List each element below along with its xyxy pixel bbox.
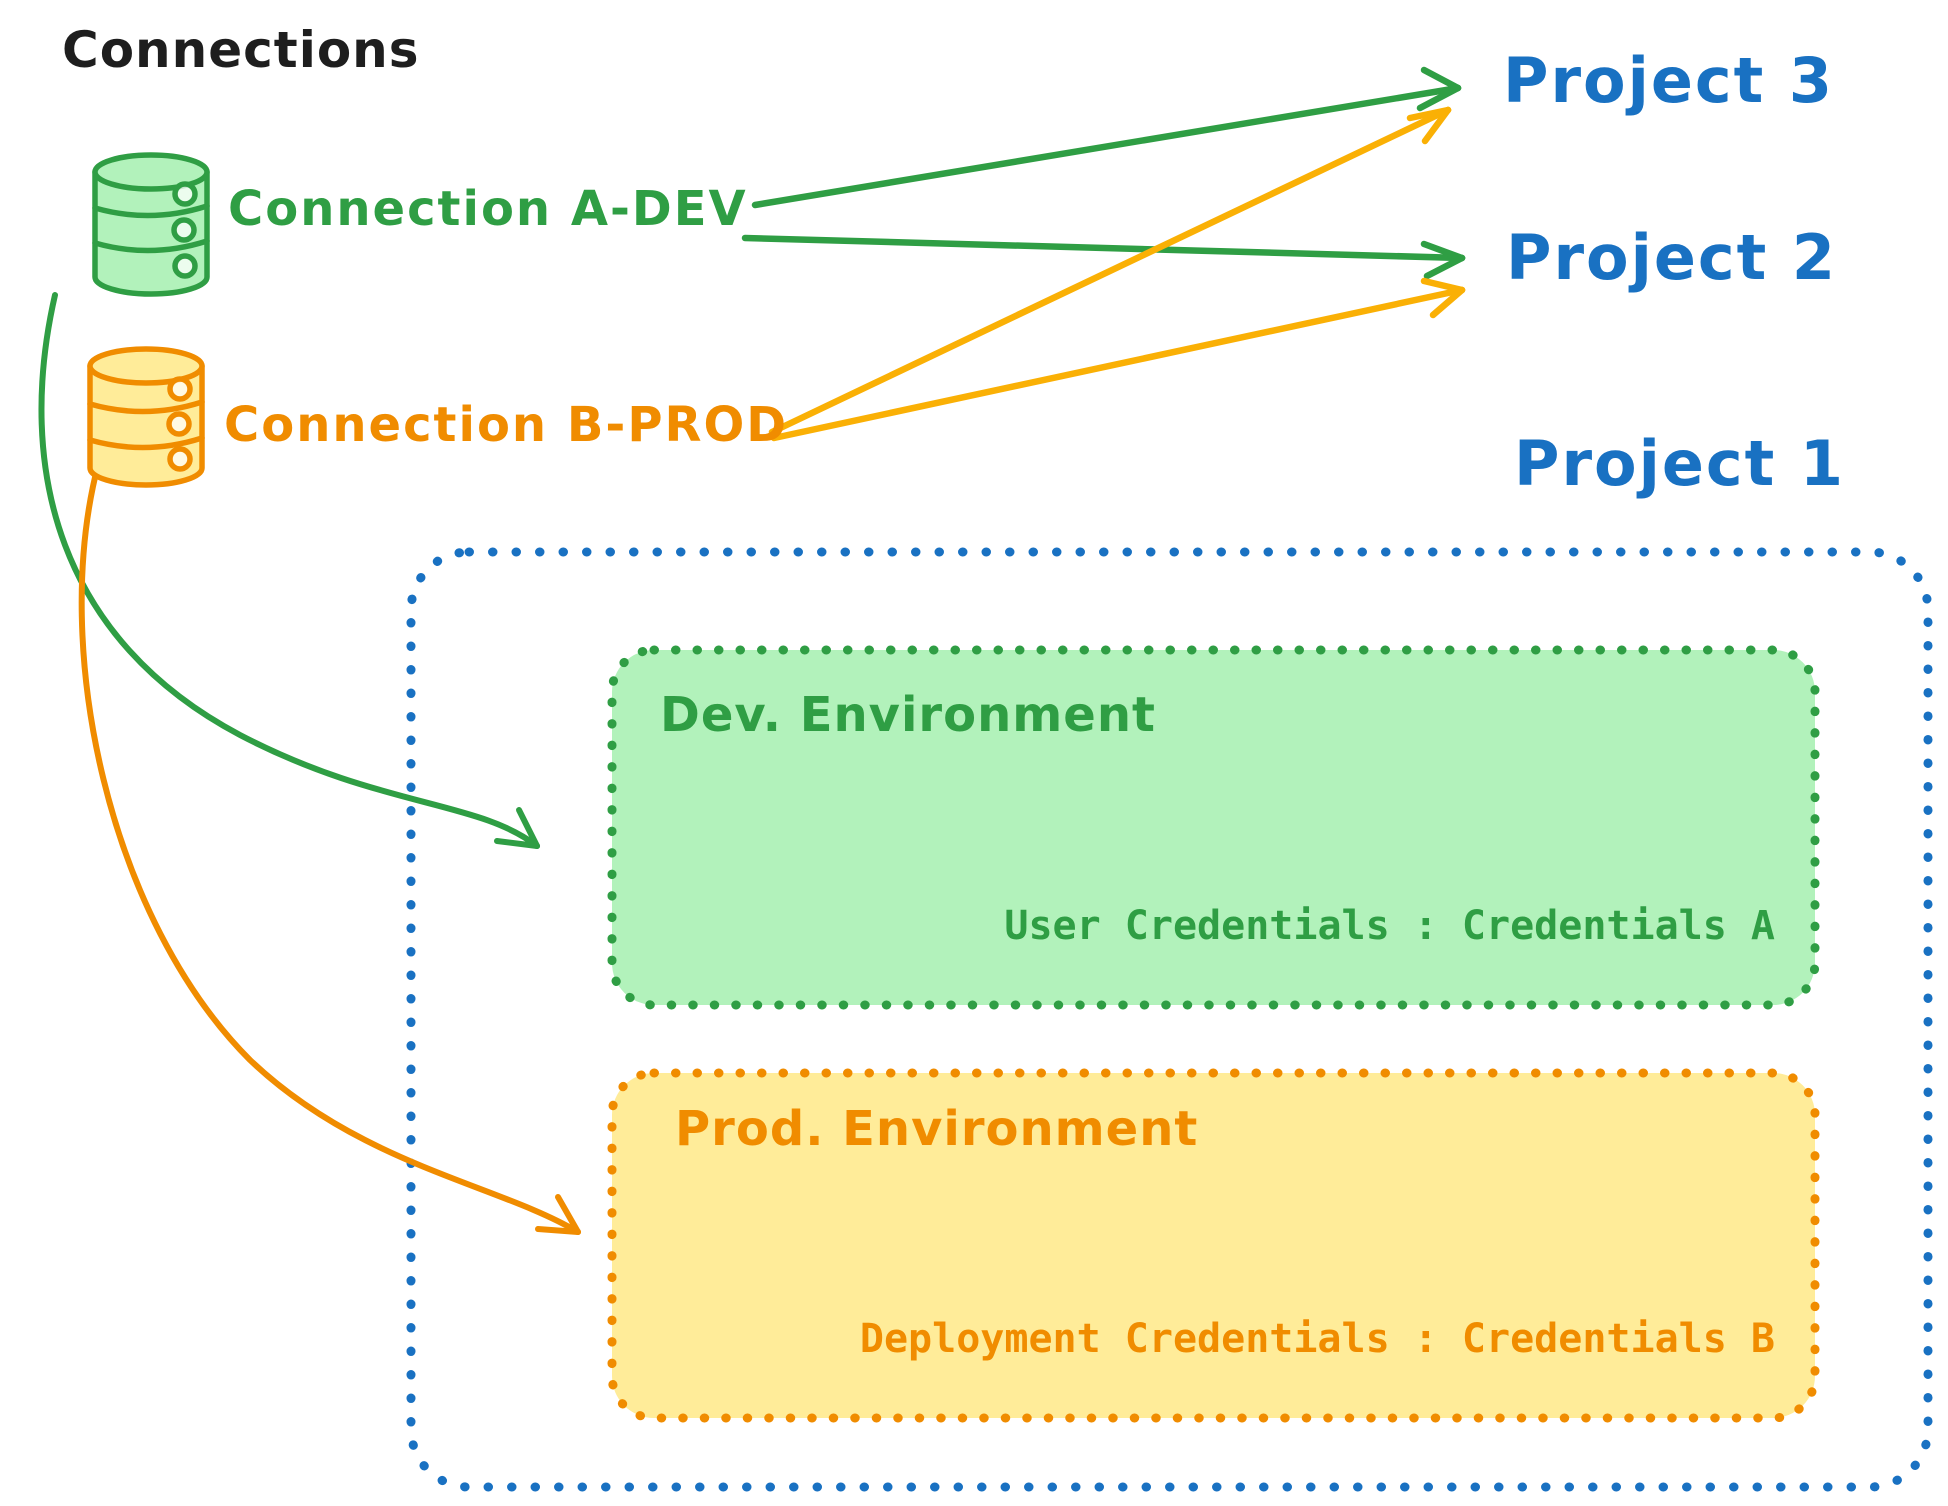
arrow-bprod-prodenv (78, 462, 581, 1235)
connection-b-prod-label: Connection B-PROD (224, 397, 789, 453)
prod-environment-title: Prod. Environment (675, 1101, 1199, 1157)
dev-environment-box (607, 645, 1820, 1010)
arrow-adev-project3 (751, 66, 1462, 209)
database-icon-prod (87, 346, 205, 488)
project-1-label: Project 1 (1514, 427, 1846, 500)
prod-credentials-text: Deployment Credentials : Credentials B (859, 1316, 1775, 1362)
project-3-label: Project 3 (1503, 44, 1835, 117)
arrow-adev-project2 (741, 234, 1466, 280)
dev-credentials-text: User Credentials : Credentials A (1004, 903, 1775, 949)
arrow-adev-devenv (38, 292, 540, 849)
diagram-title: Connections (62, 21, 420, 79)
prod-environment-box (607, 1068, 1820, 1423)
arrow-bprod-project3 (768, 106, 1452, 436)
project-2-label: Project 2 (1506, 221, 1838, 294)
connection-a-dev-label: Connection A-DEV (228, 181, 748, 237)
dev-environment-title: Dev. Environment (660, 687, 1156, 743)
database-icon-dev (92, 152, 210, 297)
project1-box (406, 547, 1933, 1492)
arrow-bprod-project2 (770, 277, 1466, 442)
